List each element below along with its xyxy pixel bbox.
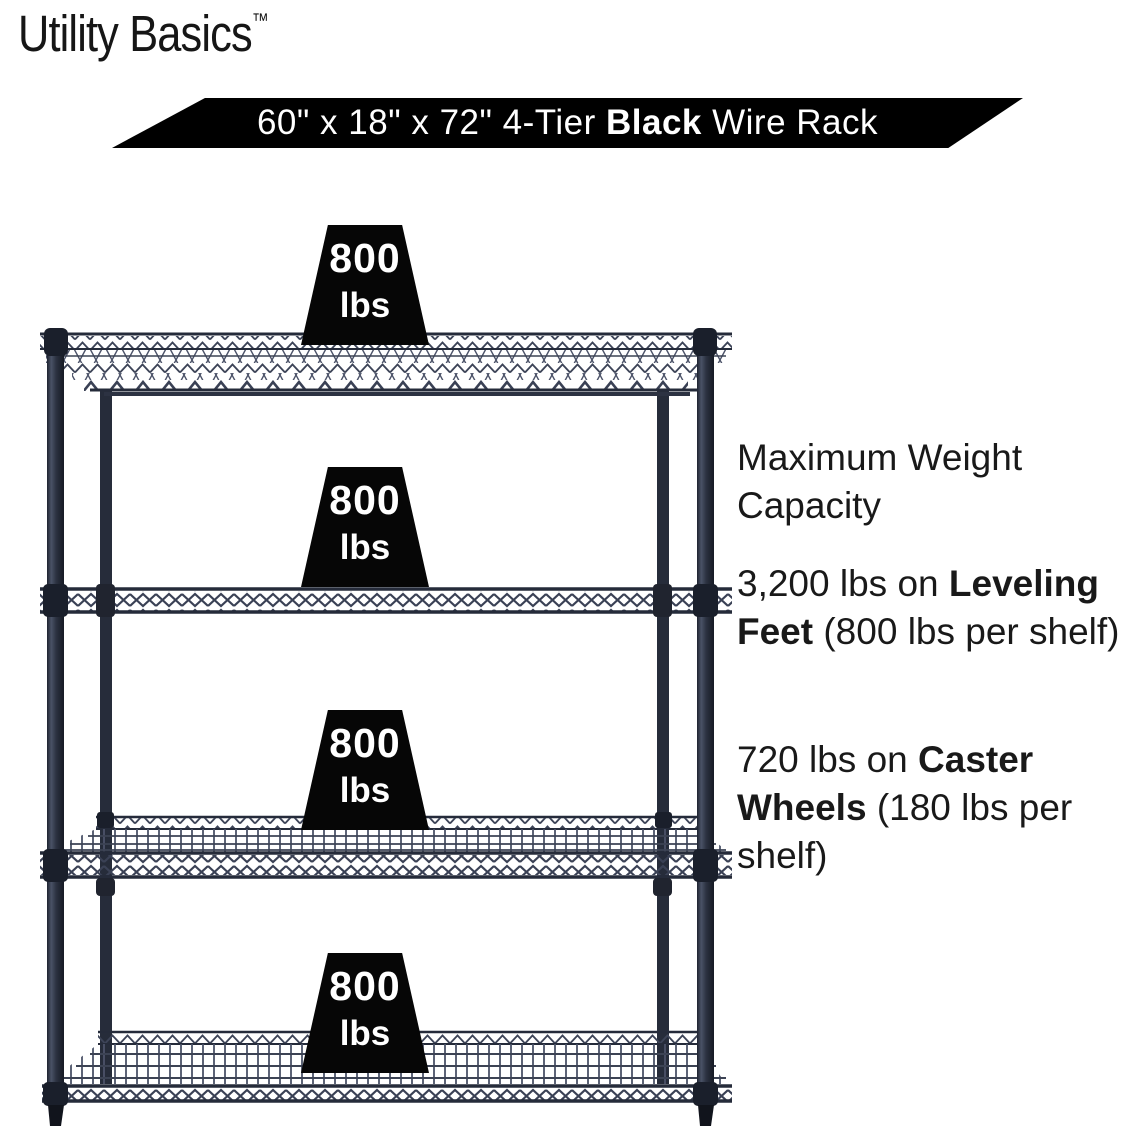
weight-badge-shelf-3: 800 lbs: [301, 710, 429, 830]
weight-badge-shelf-4: 800 lbs: [301, 953, 429, 1073]
banner-text-suffix: Wire Rack: [701, 103, 879, 142]
front-right-post: [693, 328, 718, 1126]
trademark-symbol: ™: [251, 10, 269, 32]
caster-text-post: (180 lbs per shelf): [737, 787, 1073, 876]
leveling-text-post: (800 lbs per shelf): [813, 611, 1120, 652]
max-weight-title: Maximum Weight Capacity: [737, 437, 1023, 526]
caster-wheels-capacity: 720 lbs on Caster Wheels (180 lbs per sh…: [737, 736, 1133, 880]
front-left-post: [43, 328, 68, 1126]
badge-weight-value: 800: [329, 963, 401, 1009]
brand-logo: Utility Basics™: [18, 4, 269, 63]
badge-weight-unit: lbs: [339, 528, 391, 567]
badge-weight-value: 800: [329, 720, 401, 766]
back-left-post: [100, 390, 112, 1084]
banner-text-prefix: 60" x 18" x 72" 4-Tier: [256, 103, 606, 142]
badge-weight-unit: lbs: [339, 771, 391, 810]
product-title-banner: 60" x 18" x 72" 4-Tier Black Wire Rack: [112, 98, 1023, 148]
back-right-post: [657, 390, 669, 1084]
shelf-2: [40, 584, 732, 617]
badge-weight-unit: lbs: [339, 286, 391, 325]
leveling-text-pre: 3,200 lbs on: [737, 563, 949, 604]
caster-text-pre: 720 lbs on: [737, 739, 919, 780]
banner-text-bold: Black: [605, 103, 702, 142]
leveling-text-bold: Leveling Feet: [737, 563, 1099, 652]
brand-name: Utility Basics: [18, 5, 253, 62]
leveling-feet-capacity: 3,200 lbs on Leveling Feet (800 lbs per …: [737, 560, 1133, 656]
badge-weight-unit: lbs: [339, 1014, 391, 1053]
caster-text-bold: Caster Wheels: [737, 739, 1034, 828]
badge-weight-value: 800: [329, 235, 401, 281]
badge-weight-value: 800: [329, 477, 401, 523]
weight-badge-shelf-2: 800 lbs: [301, 467, 429, 587]
weight-badge-shelf-1: 800 lbs: [301, 225, 429, 345]
